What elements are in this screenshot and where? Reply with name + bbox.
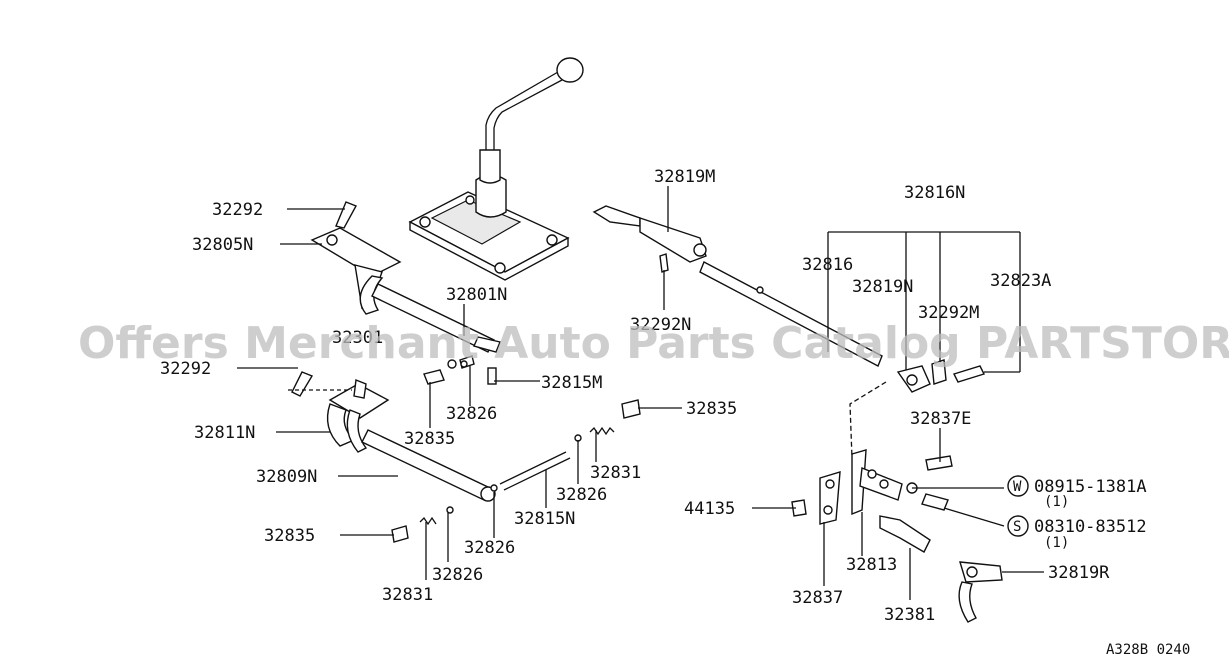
label-32837[interactable]: 32837 bbox=[792, 588, 843, 608]
label-32831-b[interactable]: 32831 bbox=[382, 585, 433, 605]
label-32819R[interactable]: 32819R bbox=[1048, 563, 1110, 583]
washer-symbol-circle bbox=[1007, 475, 1029, 497]
label-32813[interactable]: 32813 bbox=[846, 555, 897, 575]
label-08310-qty: (1) bbox=[1044, 535, 1069, 551]
diagram-code: A328B 0240 bbox=[1106, 642, 1190, 658]
label-32837E[interactable]: 32837E bbox=[910, 409, 971, 429]
label-32815N[interactable]: 32815N bbox=[514, 509, 575, 529]
label-32292N[interactable]: 32292N bbox=[630, 315, 691, 335]
label-32292-mid[interactable]: 32292 bbox=[160, 359, 211, 379]
shift-rod-32816 bbox=[699, 261, 883, 367]
label-32816N[interactable]: 32816N bbox=[904, 183, 965, 203]
shift-fork-32811N bbox=[291, 371, 390, 453]
watermark-text: Offers Merchant Auto Parts Catalog PARTS… bbox=[78, 318, 1229, 369]
label-32823A[interactable]: 32823A bbox=[990, 271, 1051, 291]
label-08310-83512[interactable]: 08310-83512 bbox=[1034, 517, 1147, 537]
label-32826-a[interactable]: 32826 bbox=[446, 404, 497, 424]
small-hardware bbox=[391, 355, 641, 543]
label-08915-qty: (1) bbox=[1044, 494, 1069, 510]
label-32292-top[interactable]: 32292 bbox=[212, 200, 263, 220]
label-32819M[interactable]: 32819M bbox=[654, 167, 715, 187]
label-44135[interactable]: 44135 bbox=[684, 499, 735, 519]
label-32809N[interactable]: 32809N bbox=[256, 467, 317, 487]
label-32835-b[interactable]: 32835 bbox=[686, 399, 737, 419]
label-32819N[interactable]: 32819N bbox=[852, 277, 913, 297]
linkage-lower-right bbox=[791, 449, 1003, 623]
label-32811N[interactable]: 32811N bbox=[194, 423, 255, 443]
shift-rod-32809N bbox=[361, 429, 496, 502]
shift-fork-32819M bbox=[592, 205, 707, 273]
label-32301[interactable]: 32301 bbox=[332, 328, 383, 348]
leader-lines bbox=[237, 186, 1044, 600]
label-32292M[interactable]: 32292M bbox=[918, 303, 979, 323]
label-32805N[interactable]: 32805N bbox=[192, 235, 253, 255]
label-08915-1381A[interactable]: 08915-1381A bbox=[1034, 477, 1147, 497]
label-32835-c[interactable]: 32835 bbox=[264, 526, 315, 546]
label-32801N[interactable]: 32801N bbox=[446, 285, 507, 305]
part-labels: 32292 32805N 32801N 32301 32292 32815M 3… bbox=[160, 167, 1147, 625]
screw-symbol-letter: S bbox=[1013, 519, 1021, 535]
label-32826-b[interactable]: 32826 bbox=[556, 485, 607, 505]
screw-symbol-circle bbox=[1007, 515, 1029, 537]
label-32816[interactable]: 32816 bbox=[802, 255, 853, 275]
label-32815M[interactable]: 32815M bbox=[541, 373, 602, 393]
label-32826-c[interactable]: 32826 bbox=[464, 538, 515, 558]
label-32835-a[interactable]: 32835 bbox=[404, 429, 455, 449]
label-32826-d[interactable]: 32826 bbox=[432, 565, 483, 585]
shift-lever-assembly bbox=[408, 57, 584, 281]
bracket-assembly bbox=[896, 359, 985, 393]
label-32831-a[interactable]: 32831 bbox=[590, 463, 641, 483]
washer-symbol-letter: W bbox=[1013, 479, 1022, 495]
label-32381[interactable]: 32381 bbox=[884, 605, 935, 625]
